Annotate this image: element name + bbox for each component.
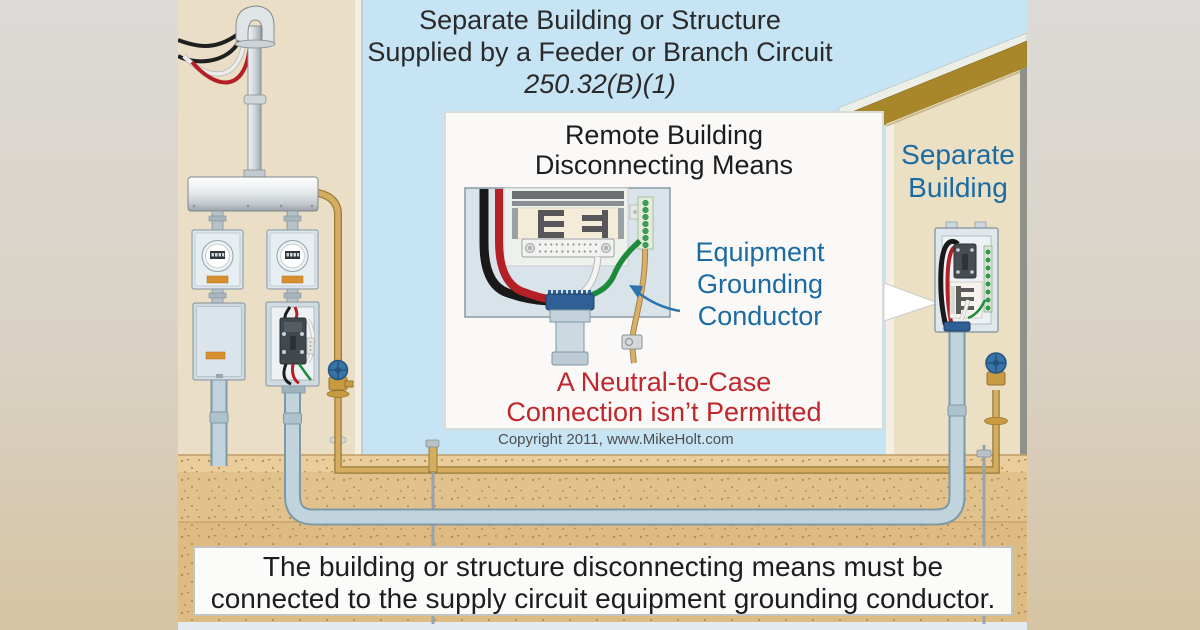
egc-arrow-icon — [629, 285, 681, 313]
title-line-1: Separate Building or Structure — [419, 5, 781, 35]
ground-clamp — [621, 334, 643, 350]
feeder-conductors — [479, 189, 642, 306]
gas-water-piping — [317, 189, 1008, 474]
separate-building-label-line-1: Separate — [901, 139, 1015, 170]
title-line-2: Supplied by a Feeder or Branch Circuit — [367, 36, 833, 67]
separate-building-panel — [934, 221, 999, 333]
grounding-electrode-conductor — [621, 248, 649, 364]
wireway-trough — [187, 176, 319, 231]
warning-line-2: Connection isn’t Permitted — [506, 396, 822, 427]
remote-disconnect-enclosure — [464, 187, 671, 366]
neutral-bar — [521, 238, 615, 258]
separate-building-label-line-2: Building — [908, 172, 1008, 204]
callout-wedge — [883, 282, 940, 322]
inset-panel: Remote Building Disconnecting Means Equi… — [444, 111, 884, 430]
inset-heading-line-1: Remote Building — [564, 120, 764, 150]
building-disconnect-panel-open — [265, 288, 320, 394]
graphic-title: Separate Building or Structure Supplied … — [350, 5, 850, 101]
inset-heading-line-2: Disconnecting Means — [534, 150, 794, 181]
copyright-notice: Copyright 2011, www.MikeHolt.com — [498, 431, 734, 448]
meter-socket-2 — [266, 229, 319, 290]
warning-line-1: A Neutral-to-Case — [556, 367, 772, 397]
image-bottom-edge — [178, 622, 1027, 630]
caption-box: The building or structure disconnecting … — [193, 546, 1013, 616]
service-mast — [178, 5, 276, 179]
equipment-grounding-conductor-wire — [569, 238, 642, 303]
service-disconnect-enclosure — [192, 288, 246, 381]
hose-bib-valve — [326, 359, 354, 398]
ground-terminal-bar — [629, 196, 654, 250]
underground-feeder-conduit — [209, 331, 967, 526]
gas-riser-valve — [984, 352, 1008, 426]
warning-text: A Neutral-to-Case Connection isn’t Permi… — [446, 367, 882, 427]
code-reference: 250.32(B)(1) — [524, 68, 676, 99]
egc-label: Equipment Grounding Conductor — [695, 237, 825, 331]
meter-socket-1 — [191, 229, 244, 290]
inset-heading: Remote Building Disconnecting Means — [446, 120, 882, 180]
caption-line-1: The building or structure disconnecting … — [262, 551, 944, 582]
panel-hub-conduit — [545, 290, 595, 366]
separate-building-label: Separate Building — [893, 138, 1023, 204]
caption-line-2: connected to the supply circuit equipmen… — [210, 583, 996, 615]
